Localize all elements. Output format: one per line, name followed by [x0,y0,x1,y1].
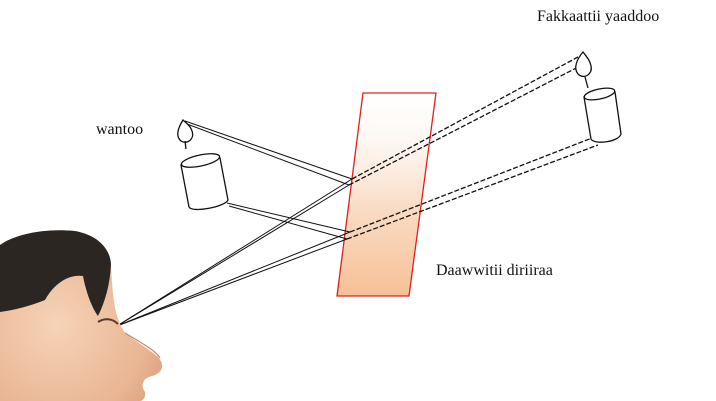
boy-head-image [0,230,163,401]
virtual-rays [346,56,599,240]
boy-eye [97,318,119,325]
image-candle [575,50,622,143]
boy-nose [124,332,161,359]
eye-rays [116,178,353,327]
object-rays [184,120,353,240]
real-candle-label: wantoo [96,121,144,138]
glass-plate-label: Daawwitii diriiraa [436,262,553,279]
glass-plate [336,92,437,297]
image-candle-label: Fakkaattii yaaddoo [537,8,660,25]
boy-hair [0,230,111,316]
real-candle [177,118,229,211]
